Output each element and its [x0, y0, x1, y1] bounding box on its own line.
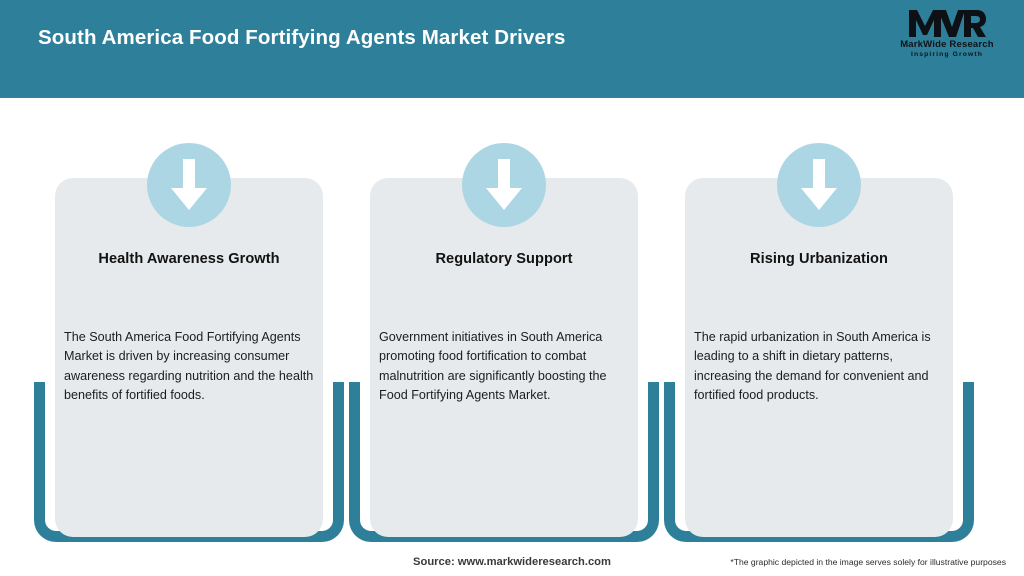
driver-card-1[interactable]: Health Awareness Growth The South Americ…	[30, 98, 348, 576]
card-panel: Regulatory Support Government initiative…	[370, 178, 638, 537]
card-panel: Rising Urbanization The rapid urbanizati…	[685, 178, 953, 537]
driver-card-3[interactable]: Rising Urbanization The rapid urbanizati…	[660, 98, 978, 576]
card-body-text: The South America Food Fortifying Agents…	[64, 330, 314, 403]
card-panel: Health Awareness Growth The South Americ…	[55, 178, 323, 537]
logo-tagline: Inspiring Growth	[911, 51, 983, 58]
card-body-text: The rapid urbanization in South America …	[694, 330, 931, 403]
mwr-monogram-icon	[887, 8, 1007, 38]
card-body-text: Government initiatives in South America …	[379, 330, 607, 403]
arrow-down-icon	[777, 143, 861, 227]
logo-company-name: MarkWide Research	[900, 39, 994, 50]
page-title: South America Food Fortifying Agents Mar…	[38, 26, 566, 49]
driver-card-2[interactable]: Regulatory Support Government initiative…	[345, 98, 663, 576]
cards-stage: Health Awareness Growth The South Americ…	[0, 98, 1024, 576]
brand-logo: MarkWide Research Inspiring Growth	[887, 8, 1007, 66]
card-title: Regulatory Support	[435, 251, 573, 267]
arrow-down-icon	[147, 143, 231, 227]
card-title: Health Awareness Growth	[98, 251, 280, 267]
header-bar: South America Food Fortifying Agents Mar…	[0, 0, 1024, 98]
disclaimer-text: *The graphic depicted in the image serve…	[730, 557, 1006, 567]
source-label: Source: www.markwideresearch.com	[413, 556, 611, 568]
arrow-down-icon	[462, 143, 546, 227]
card-title: Rising Urbanization	[750, 251, 888, 267]
